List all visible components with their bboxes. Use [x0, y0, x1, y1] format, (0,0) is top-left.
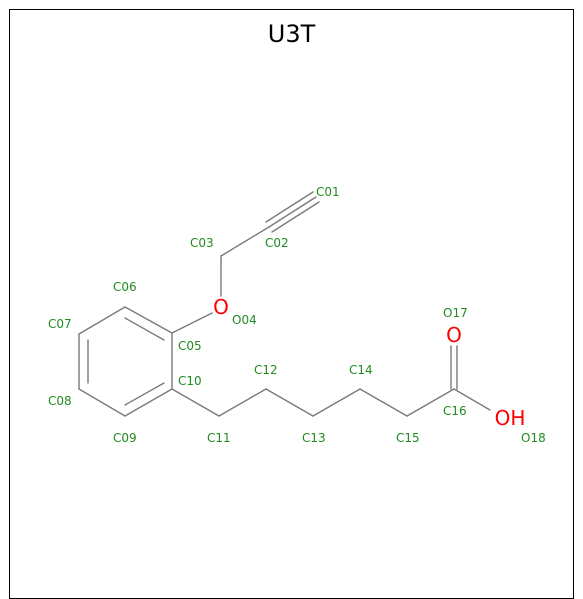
bond-o04-c05 — [171, 312, 213, 334]
atom-label-c01: C01 — [316, 185, 340, 199]
atom-label-c07: C07 — [48, 317, 72, 331]
atom-labels: C01 C02 C03 O04 C05 C06 C07 C08 C09 C10 … — [48, 185, 546, 445]
atom-label-c15: C15 — [396, 431, 420, 445]
atom-label-c10: C10 — [178, 374, 202, 388]
bond-c01-c02-c — [271, 201, 320, 233]
atom-symbol-o17: O — [446, 323, 462, 347]
bond-c13-c14 — [312, 388, 361, 417]
bond-c15-c16 — [406, 388, 455, 417]
atom-label-c05: C05 — [178, 339, 202, 353]
atom-label-c12: C12 — [254, 363, 278, 377]
atom-label-c14: C14 — [349, 363, 373, 377]
bond-c01-c02 — [268, 196, 317, 228]
diagram-frame — [9, 9, 574, 599]
bond-aromatic-inner-1 — [124, 317, 165, 341]
bond-c09-c10 — [124, 388, 173, 417]
atom-label-c03: C03 — [190, 236, 214, 250]
bond-c10-c11 — [171, 388, 220, 417]
bond-c12-c13 — [265, 388, 314, 417]
atom-label-c02: C02 — [265, 236, 289, 250]
bond-c06-c07 — [78, 306, 126, 335]
atom-label-o17: O17 — [443, 306, 468, 320]
atom-label-o18: O18 — [521, 431, 546, 445]
heteroatoms: O O OH — [213, 295, 525, 430]
atom-symbol-o04: O — [213, 295, 229, 319]
atom-label-c08: C08 — [48, 394, 72, 408]
bond-aromatic-inner-3 — [124, 382, 165, 406]
bond-c02-c03 — [220, 226, 270, 257]
bonds — [78, 191, 491, 417]
bond-c01-c02-b — [265, 191, 314, 223]
bond-c05-c06 — [124, 306, 173, 334]
molecule-title: U3T — [267, 20, 316, 48]
atom-label-c06: C06 — [113, 280, 137, 294]
atom-symbol-o18: OH — [495, 406, 526, 430]
molecule-diagram: O O OH C01 C02 C03 O04 C05 C06 C07 C08 C… — [48, 185, 546, 445]
atom-label-c09: C09 — [113, 431, 137, 445]
bond-c16-o18 — [453, 388, 491, 411]
atom-label-c11: C11 — [207, 431, 231, 445]
atom-label-o04: O04 — [232, 313, 257, 327]
bond-c11-c12 — [218, 388, 267, 417]
bond-c14-c15 — [359, 388, 408, 417]
atom-label-c13: C13 — [302, 431, 326, 445]
atom-label-c16: C16 — [443, 404, 467, 418]
bond-c08-c09 — [78, 388, 126, 417]
